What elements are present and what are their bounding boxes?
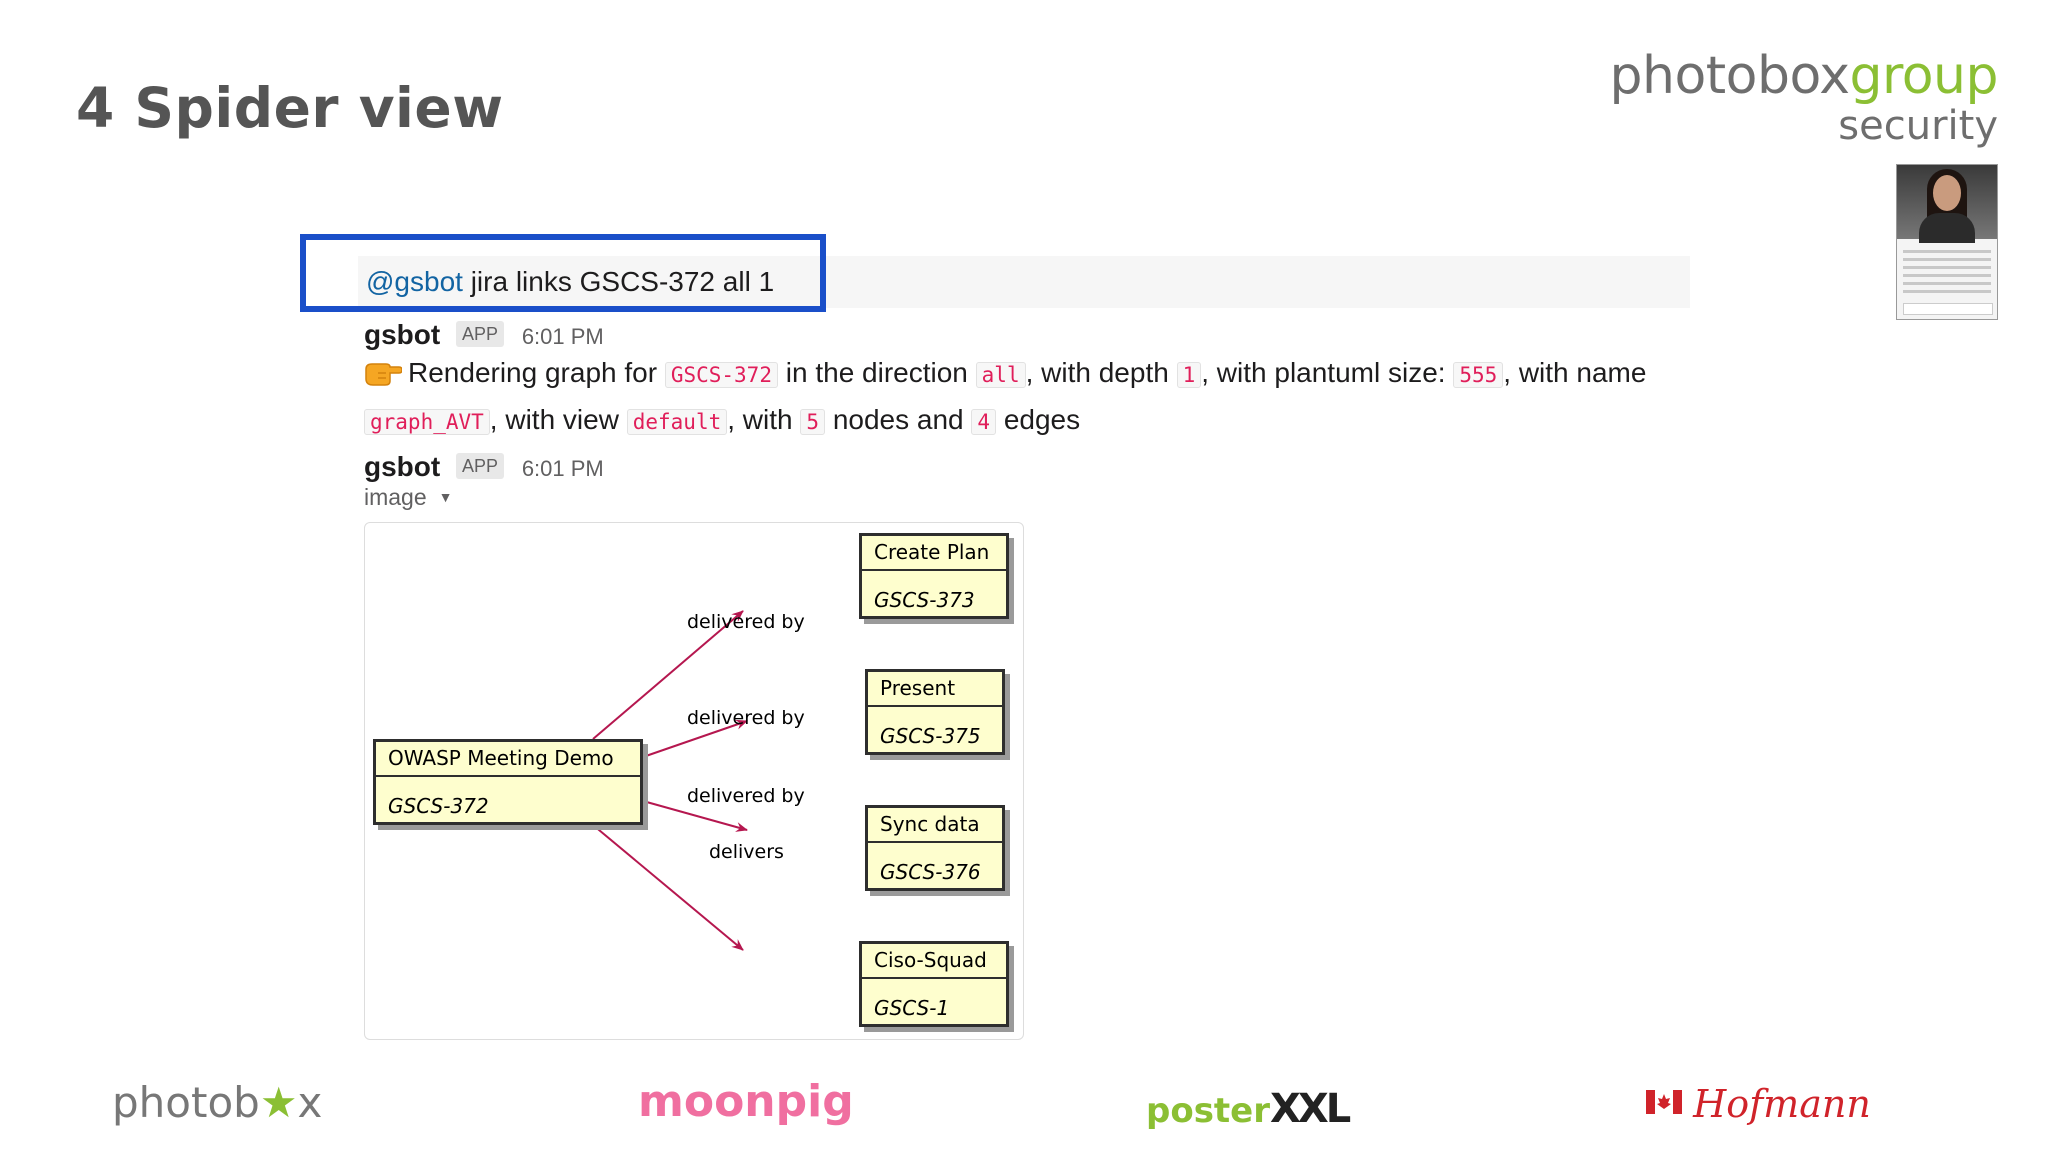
presenter-webcam-thumbnail — [1896, 164, 1998, 320]
code-edge-count: 4 — [971, 409, 997, 435]
logo-text: XXL — [1270, 1086, 1351, 1132]
message-header: gsbot APP 6:01 PM — [364, 450, 604, 486]
app-badge: APP — [456, 321, 505, 347]
text-part: in the direction — [777, 357, 976, 388]
logo-text: x — [297, 1078, 323, 1127]
code-depth: 1 — [1176, 362, 1202, 388]
code-view: default — [626, 409, 728, 435]
presenter-body — [1919, 213, 1975, 243]
node-key: GSCS-373 — [874, 588, 975, 612]
point-right-icon — [364, 357, 403, 399]
edge-label: delivered by — [687, 611, 805, 633]
node-key: GSCS-1 — [874, 996, 950, 1020]
slide-title: 4 Spider view — [76, 76, 504, 140]
node-key: GSCS-376 — [880, 860, 981, 884]
message-timestamp[interactable]: 6:01 PM — [521, 324, 604, 349]
node-title: Create Plan — [874, 540, 990, 564]
command-message: @gsbot jira links GSCS-372 all 1 — [366, 264, 774, 300]
node-title: OWASP Meeting Demo — [388, 746, 614, 770]
message-input-mini — [1903, 303, 1993, 315]
edge-delivers-ciso-squad — [592, 824, 744, 951]
message-timestamp[interactable]: 6:01 PM — [521, 456, 604, 481]
star-icon: ★ — [259, 1078, 298, 1127]
moonpig-logo: moonpig — [638, 1076, 854, 1127]
text-part: , with depth — [1025, 357, 1177, 388]
text-part: , with plantuml size: — [1201, 357, 1454, 388]
photoboxgroup-security-logo: photoboxgroup security — [1609, 50, 1998, 146]
edge-delivered-by-create-plan — [592, 610, 744, 740]
posterxxl-logo: posterXXL — [1146, 1086, 1351, 1132]
canada-flag-icon — [1646, 1090, 1682, 1118]
command-highlight-box — [300, 234, 826, 312]
app-badge: APP — [456, 453, 505, 479]
sender-name[interactable]: gsbot — [364, 319, 441, 350]
code-node-count: 5 — [800, 409, 826, 435]
message-header: gsbot APP 6:01 PM — [364, 318, 604, 354]
code-direction: all — [975, 362, 1026, 388]
node-ciso-squad: Ciso-Squad GSCS-1 — [859, 941, 1014, 1032]
edge-delivered-by-present — [642, 719, 748, 758]
text-part: Rendering graph for — [408, 357, 665, 388]
logo-text: poster — [1146, 1091, 1271, 1131]
edge-delivered-by-sync-data — [642, 800, 748, 832]
text-part: , with — [727, 404, 801, 435]
node-sync-data: Sync data GSCS-376 — [865, 805, 1010, 896]
code-graph-name: graph_AVT — [364, 409, 490, 435]
user-mention-link[interactable]: @gsbot — [366, 266, 463, 297]
code-size: 555 — [1453, 362, 1504, 388]
node-title: Sync data — [880, 812, 980, 836]
message-body: Rendering graph for GSCS-372 in the dire… — [364, 352, 1694, 443]
sender-name[interactable]: gsbot — [364, 451, 441, 482]
text-part: edges — [996, 404, 1081, 435]
brand-group-text: group — [1849, 46, 1998, 106]
graph-edges — [592, 610, 748, 951]
brand-sub-text: security — [1838, 103, 1998, 149]
text-part: , with name — [1503, 357, 1647, 388]
node-present: Present GSCS-375 — [865, 669, 1010, 760]
command-text: jira links GSCS-372 all 1 — [462, 266, 775, 297]
image-label-text: image — [364, 484, 427, 510]
graph-image[interactable]: delivered by delivered by delivered by d… — [364, 522, 1024, 1040]
brand-photobox-text: photobox — [1609, 46, 1850, 106]
logo-text: Hofmann — [1693, 1082, 1871, 1126]
node-owasp-meeting-demo: OWASP Meeting Demo GSCS-372 — [373, 739, 648, 830]
image-toggle[interactable]: image ▼ — [364, 484, 453, 511]
presenter-face — [1933, 175, 1961, 211]
photobox-logo: photob★x — [112, 1078, 322, 1127]
node-title: Ciso-Squad — [874, 948, 987, 972]
caret-down-icon: ▼ — [438, 489, 453, 505]
node-create-plan: Create Plan GSCS-373 — [859, 533, 1014, 624]
hofmann-logo: Hofmann — [1646, 1082, 1871, 1126]
edge-label: delivers — [709, 841, 784, 863]
logo-text: photob — [112, 1078, 260, 1127]
text-part: , with view — [489, 404, 627, 435]
command-message-row — [358, 256, 1690, 308]
node-key: GSCS-375 — [880, 724, 981, 748]
node-title: Present — [880, 676, 956, 700]
edge-label: delivered by — [687, 707, 805, 729]
node-key: GSCS-372 — [388, 794, 489, 818]
text-part: nodes and — [825, 404, 972, 435]
code-issue-key: GSCS-372 — [664, 362, 778, 388]
edge-label: delivered by — [687, 785, 805, 807]
profile-menu-lines — [1903, 245, 1991, 298]
